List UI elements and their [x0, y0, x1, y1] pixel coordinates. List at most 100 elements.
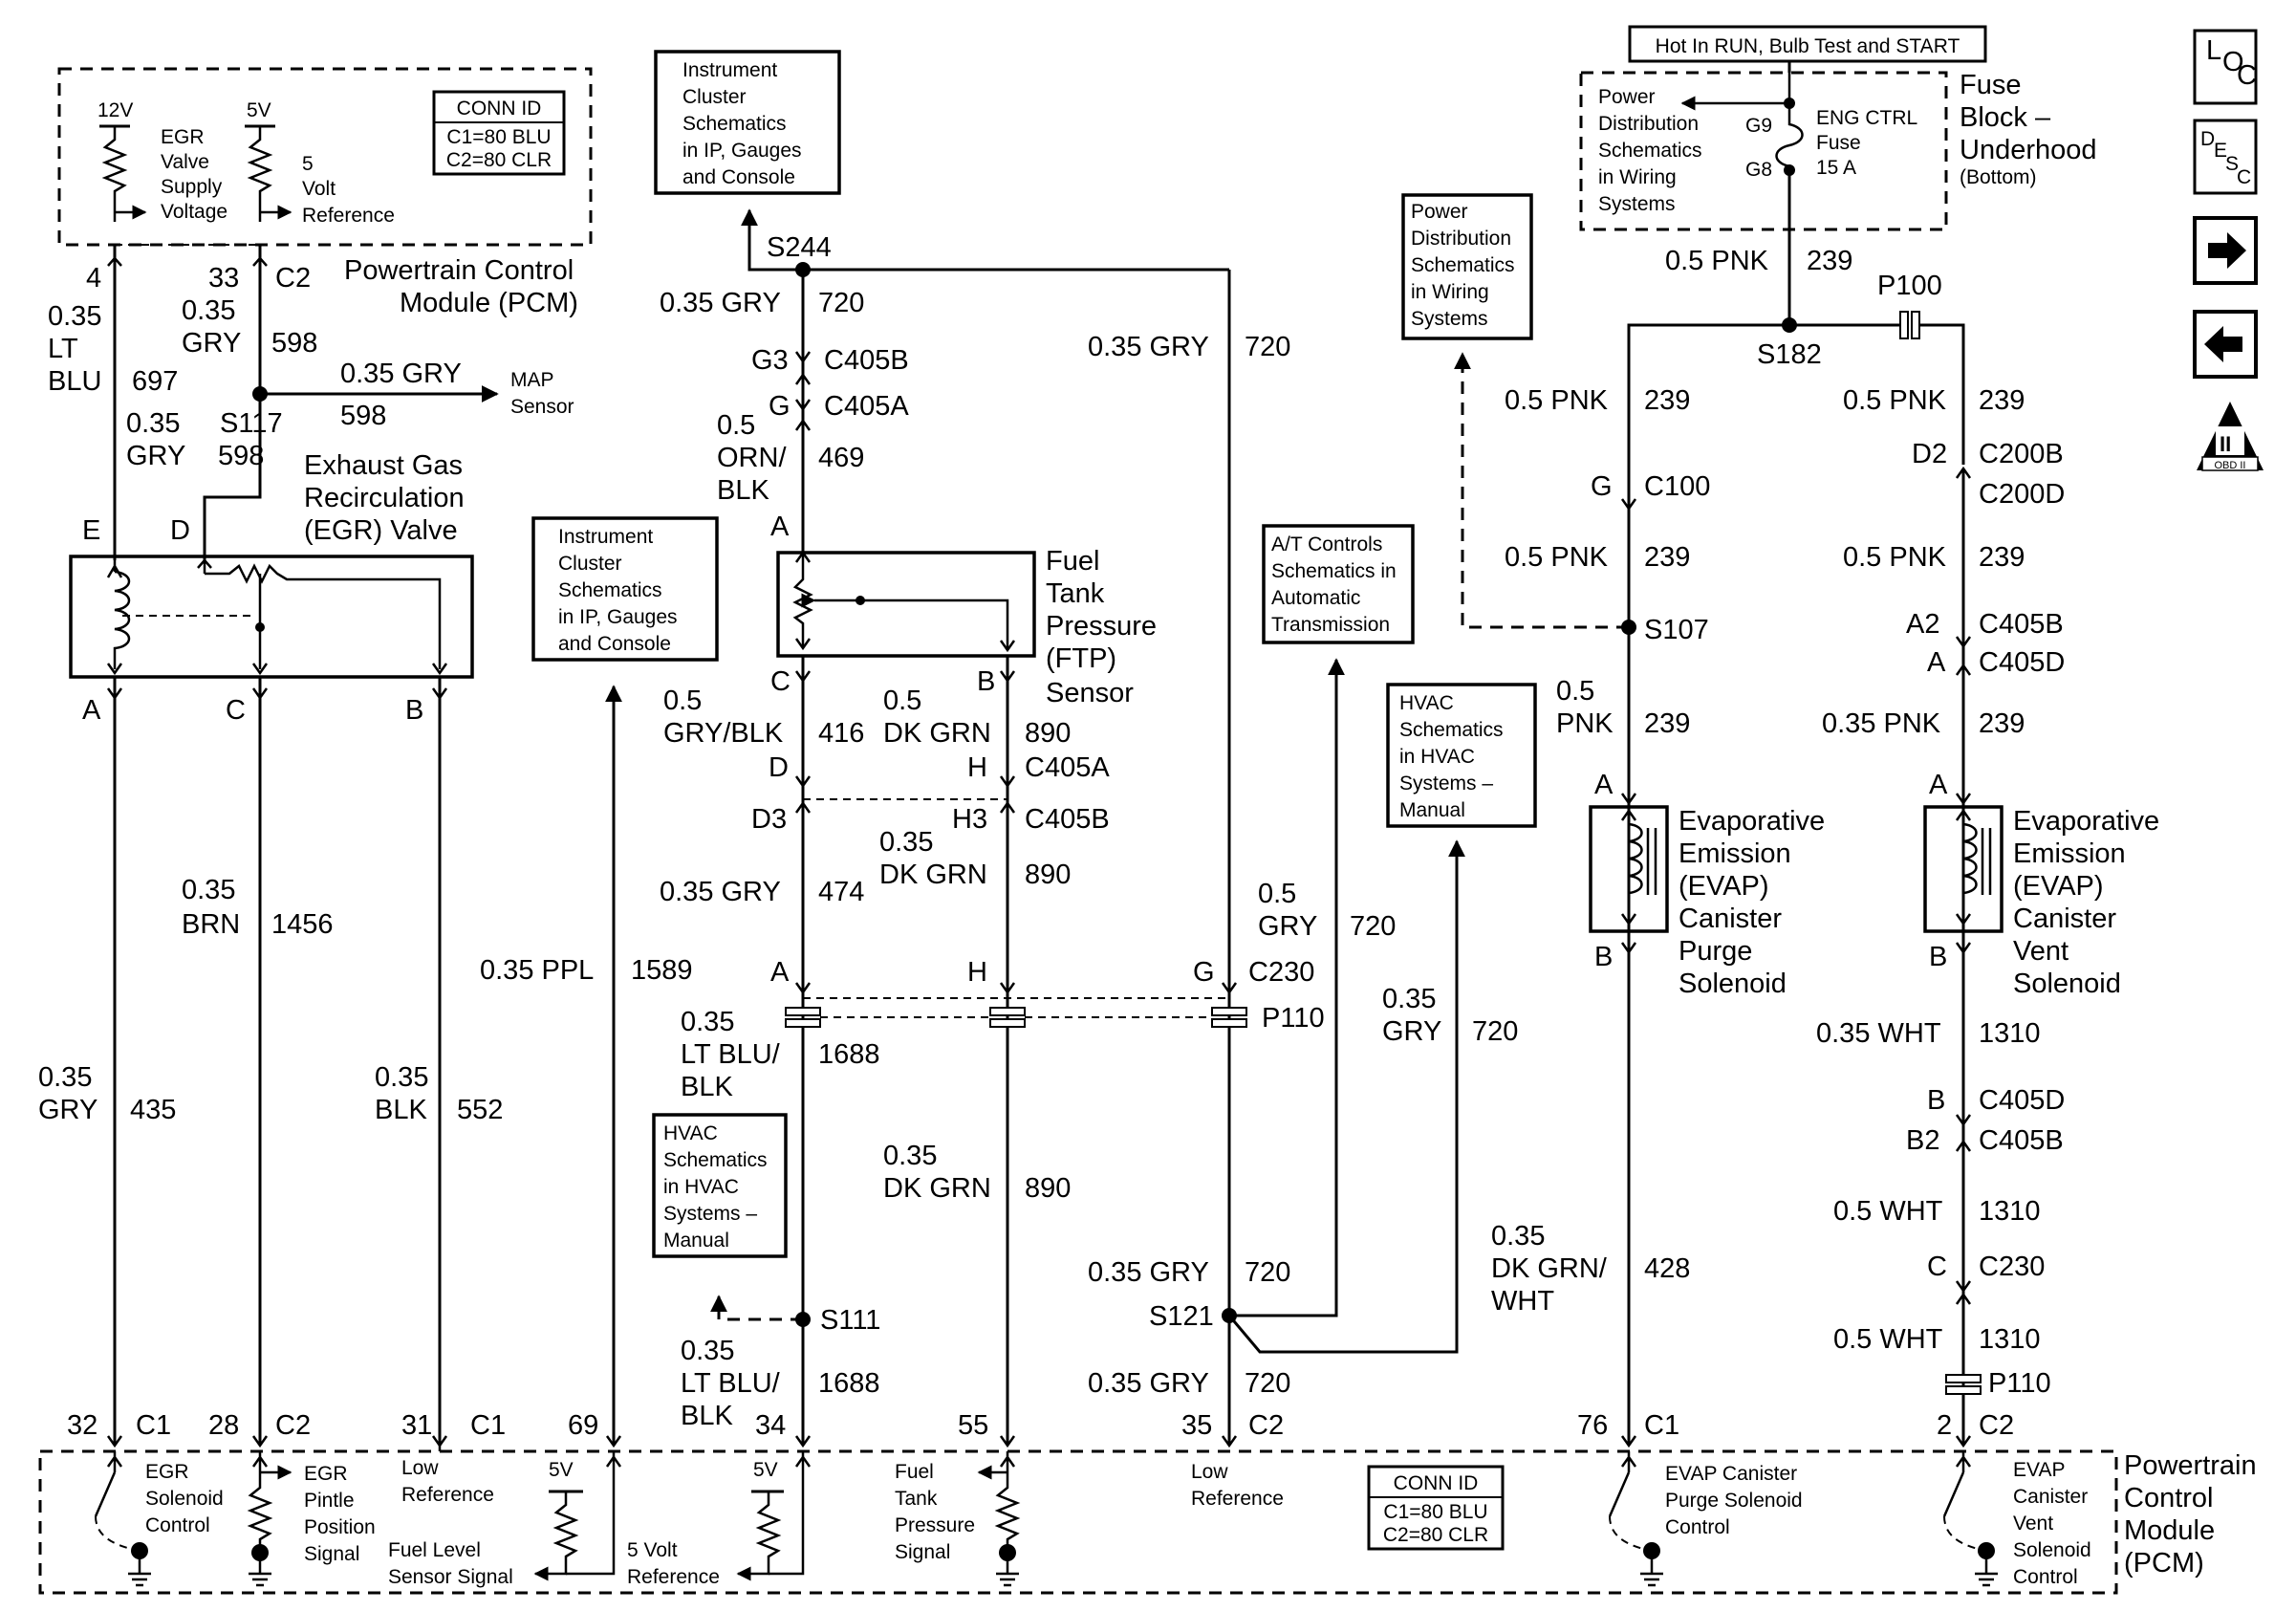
- svg-text:0.35: 0.35: [1491, 1221, 1545, 1252]
- svg-text:Cluster: Cluster: [558, 553, 622, 575]
- svg-text:BRN: BRN: [182, 909, 240, 940]
- svg-text:69: 69: [568, 1410, 598, 1441]
- svg-text:E: E: [2214, 140, 2227, 162]
- svg-text:Transmission: Transmission: [1271, 614, 1390, 636]
- top-banner: Hot In RUN, Bulb Test and START: [1628, 25, 1987, 63]
- svg-text:B: B: [1929, 942, 1947, 972]
- svg-text:A: A: [1927, 647, 1946, 678]
- svg-text:Emission: Emission: [2013, 838, 2126, 869]
- svg-text:Systems: Systems: [1598, 193, 1676, 215]
- svg-text:EGR: EGR: [304, 1463, 348, 1485]
- svg-text:Control: Control: [1665, 1516, 1730, 1538]
- svg-text:474: 474: [818, 877, 864, 907]
- svg-text:Power: Power: [1411, 201, 1468, 223]
- svg-text:239: 239: [1644, 542, 1690, 573]
- svg-text:BLU: BLU: [48, 366, 101, 397]
- svg-text:Position: Position: [304, 1516, 376, 1538]
- svg-text:Tank: Tank: [1046, 578, 1105, 609]
- svg-text:12V: 12V: [97, 99, 133, 121]
- svg-text:0.35: 0.35: [1382, 984, 1436, 1014]
- svg-text:S182: S182: [1757, 339, 1822, 370]
- svg-text:Schematics: Schematics: [1598, 140, 1702, 162]
- svg-text:Canister: Canister: [1679, 903, 1782, 934]
- svg-text:5V: 5V: [753, 1459, 778, 1481]
- svg-text:Purge: Purge: [1679, 936, 1752, 967]
- svg-text:C100: C100: [1644, 471, 1710, 502]
- svg-text:Pressure: Pressure: [895, 1514, 975, 1536]
- svg-text:0.35: 0.35: [48, 301, 101, 332]
- svg-text:720: 720: [1245, 332, 1290, 362]
- svg-text:598: 598: [340, 401, 386, 431]
- svg-text:G: G: [1591, 471, 1613, 502]
- svg-text:0.5: 0.5: [717, 410, 755, 441]
- svg-text:GRY: GRY: [126, 441, 185, 471]
- svg-text:Distribution: Distribution: [1411, 228, 1511, 250]
- ref-box-instrument-1[interactable]: Instrument Cluster Schematics in IP, Gau…: [654, 50, 841, 195]
- arrow-left-icon[interactable]: [2193, 310, 2258, 379]
- svg-text:EVAP Canister: EVAP Canister: [1665, 1463, 1797, 1485]
- svg-text:720: 720: [1245, 1368, 1290, 1399]
- svg-text:Evaporative: Evaporative: [1679, 806, 1825, 837]
- svg-text:697: 697: [132, 366, 178, 397]
- svg-text:D: D: [2200, 128, 2215, 150]
- svg-text:GRY: GRY: [182, 328, 241, 359]
- svg-text:Systems: Systems: [1411, 308, 1488, 330]
- svg-text:Supply: Supply: [161, 176, 223, 198]
- svg-text:28: 28: [208, 1410, 239, 1441]
- svg-text:HVAC: HVAC: [1399, 692, 1454, 714]
- svg-text:H: H: [967, 957, 987, 988]
- svg-text:(EGR) Valve: (EGR) Valve: [304, 515, 458, 546]
- svg-text:B2: B2: [1906, 1125, 1939, 1156]
- ref-box-instrument-2[interactable]: Instrument Cluster Schematics in IP, Gau…: [531, 516, 719, 662]
- svg-text:ORN/: ORN/: [717, 443, 787, 473]
- svg-text:D: D: [170, 515, 190, 546]
- ref-box-power-dist[interactable]: Power Distribution Schematics in Wiring …: [1401, 193, 1533, 340]
- svg-text:E: E: [82, 515, 100, 546]
- pcm-bottom-box: 32 C1 28 C2 31 C1 69 34 55 35 C2 76 C1 2…: [38, 1410, 2257, 1595]
- svg-text:D: D: [769, 752, 789, 783]
- ref-box-at-controls[interactable]: A/T Controls Schematics in Automatic Tra…: [1262, 524, 1415, 644]
- svg-text:Cluster: Cluster: [682, 86, 747, 108]
- ref-box-hvac-2[interactable]: HVAC Schematics in HVAC Systems – Manual: [652, 1113, 788, 1258]
- svg-text:Canister: Canister: [2013, 903, 2116, 934]
- svg-text:32: 32: [67, 1410, 97, 1441]
- svg-text:Sensor Signal: Sensor Signal: [388, 1566, 513, 1588]
- svg-text:Systems –: Systems –: [1399, 773, 1493, 795]
- svg-text:Power: Power: [1598, 86, 1656, 108]
- svg-text:469: 469: [818, 443, 864, 473]
- svg-text:4: 4: [86, 263, 101, 294]
- svg-text:C2: C2: [1979, 1410, 2014, 1441]
- svg-text:DK GRN: DK GRN: [883, 1173, 991, 1204]
- svg-text:598: 598: [271, 328, 317, 359]
- svg-text:720: 720: [818, 288, 864, 318]
- svg-text:1688: 1688: [818, 1368, 880, 1399]
- svg-text:B: B: [405, 695, 423, 726]
- svg-text:Instrument: Instrument: [682, 59, 777, 81]
- svg-text:DK GRN: DK GRN: [883, 718, 991, 749]
- svg-text:Solenoid: Solenoid: [145, 1488, 224, 1510]
- obd-ii-icon[interactable]: II OBD II: [2197, 402, 2264, 471]
- svg-text:BLK: BLK: [681, 1401, 733, 1431]
- svg-text:GRY: GRY: [1382, 1016, 1441, 1047]
- svg-text:Fuel: Fuel: [1046, 546, 1099, 577]
- svg-text:0.35: 0.35: [126, 408, 180, 439]
- svg-text:P100: P100: [1877, 271, 1942, 301]
- arrow-right-icon[interactable]: [2193, 216, 2258, 285]
- svg-text:Underhood: Underhood: [1960, 135, 2097, 165]
- svg-text:0.5 WHT: 0.5 WHT: [1833, 1196, 1943, 1227]
- ref-box-hvac-1[interactable]: HVAC Schematics in HVAC Systems – Manual: [1386, 683, 1537, 828]
- svg-text:Fuse: Fuse: [1816, 132, 1861, 154]
- svg-text:Automatic: Automatic: [1271, 587, 1360, 609]
- svg-text:A: A: [82, 695, 101, 726]
- svg-text:L: L: [2206, 35, 2221, 66]
- svg-text:C: C: [770, 666, 791, 697]
- svg-text:0.5: 0.5: [883, 686, 921, 716]
- svg-text:5V: 5V: [549, 1459, 574, 1481]
- svg-text:C405B: C405B: [1025, 804, 1110, 835]
- svg-text:C405D: C405D: [1979, 1085, 2065, 1116]
- svg-text:0.35: 0.35: [681, 1007, 734, 1037]
- svg-text:0.35 GRY: 0.35 GRY: [1088, 1368, 1209, 1399]
- svg-text:Vent: Vent: [2013, 936, 2069, 967]
